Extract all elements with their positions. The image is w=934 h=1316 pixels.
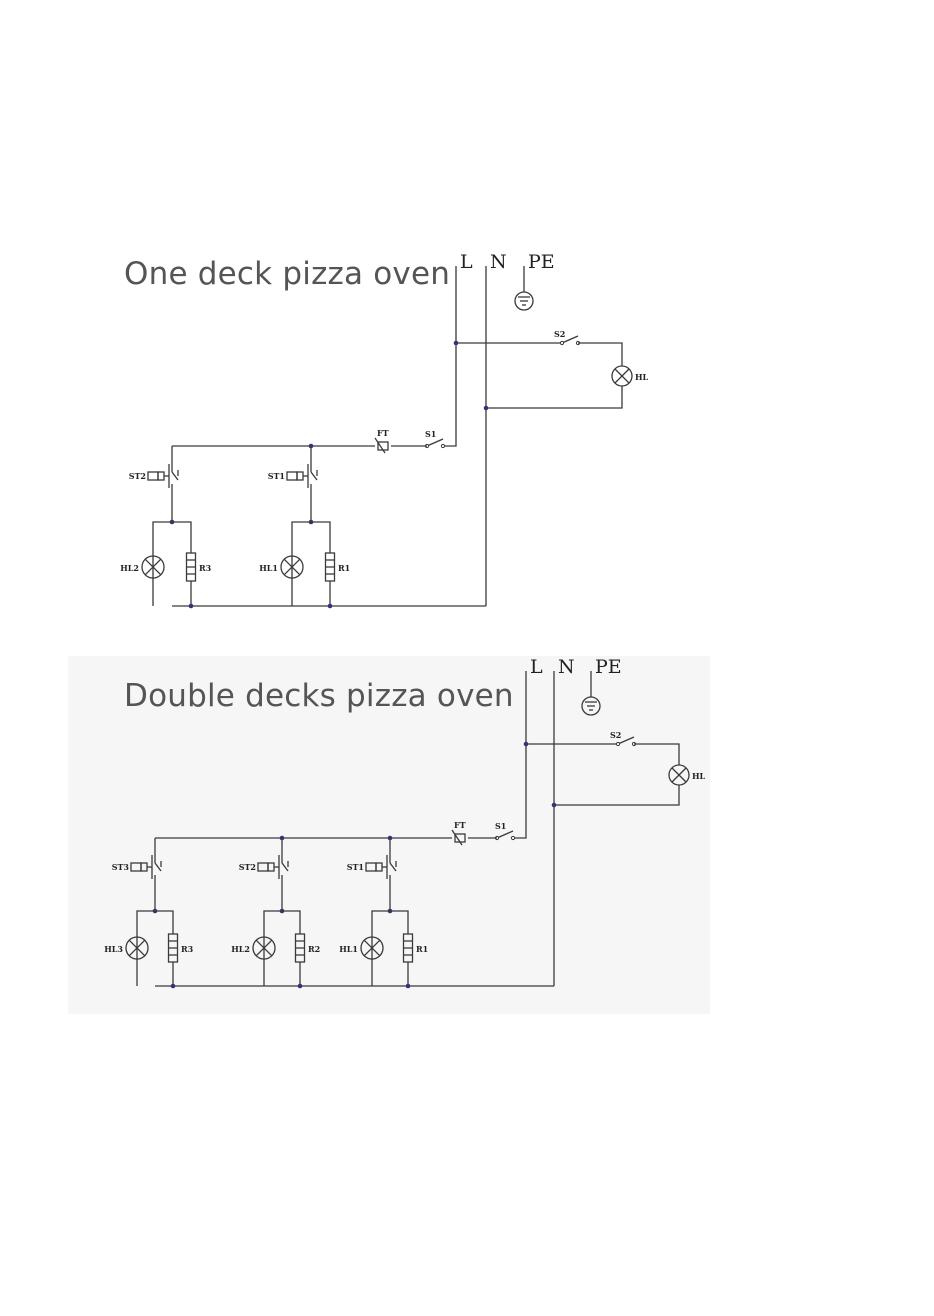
label-hl: HL — [692, 771, 706, 781]
indicator-return-wire — [486, 386, 622, 408]
earth-symbol — [582, 697, 600, 715]
junction-dot — [552, 803, 557, 808]
indicator-lamp-hl — [669, 765, 689, 785]
indicator-wire-right — [578, 343, 622, 366]
label-s1: S1 — [425, 429, 436, 439]
indicator-wire-right — [634, 744, 679, 765]
heater-r2 — [296, 934, 305, 962]
junction-dot — [189, 604, 194, 609]
label-r3: R3 — [181, 944, 194, 954]
terminal-label-pe: PE — [528, 251, 555, 273]
main-switch-s1 — [495, 831, 514, 840]
terminal-label-l: L — [460, 251, 473, 273]
heater-r3 — [187, 553, 196, 581]
thermostat-st2 — [258, 855, 288, 883]
earth-symbol — [515, 292, 533, 310]
junction-dot — [454, 341, 459, 346]
fuse-ft — [375, 438, 388, 453]
label-hl1: HL1 — [339, 944, 358, 954]
thermostat-st3 — [131, 855, 161, 883]
label-ft: FT — [377, 428, 389, 438]
label-st3: ST3 — [112, 862, 130, 872]
fuse-ft — [452, 830, 465, 845]
label-hl3: HL3 — [104, 944, 123, 954]
label-hl2: HL2 — [120, 563, 139, 573]
heater-r3 — [169, 934, 178, 962]
branch-parallel-top — [292, 522, 330, 579]
heater-r1 — [326, 553, 335, 581]
thermostat-st1 — [287, 464, 317, 492]
label-st2: ST2 — [239, 862, 256, 872]
junction-dot — [171, 984, 176, 989]
thermostat-st1 — [366, 855, 396, 883]
thermostat-st2 — [148, 464, 178, 492]
label-s2: S2 — [554, 329, 565, 339]
label-r1: R1 — [338, 563, 350, 573]
branch-parallel-top — [153, 522, 191, 579]
label-hl2: HL2 — [231, 944, 250, 954]
terminal-label-l: L — [530, 656, 543, 678]
label-ft: FT — [454, 820, 466, 830]
heater-r1 — [404, 934, 413, 962]
label-st2: ST2 — [129, 471, 146, 481]
junction-dot — [406, 984, 411, 989]
label-s2: S2 — [610, 730, 621, 740]
terminal-label-n: N — [558, 656, 575, 678]
label-s1: S1 — [495, 821, 506, 831]
line-conductor-l — [443, 266, 456, 446]
line-conductor-l — [513, 671, 526, 838]
junction-dot — [484, 406, 489, 411]
main-switch-s1 — [425, 439, 444, 448]
label-r3: R3 — [199, 563, 212, 573]
label-st1: ST1 — [268, 471, 285, 481]
junction-dot — [524, 742, 529, 747]
label-r1: R1 — [416, 944, 428, 954]
terminal-label-n: N — [490, 251, 507, 273]
junction-dot — [298, 984, 303, 989]
indicator-lamp-hl — [612, 366, 632, 386]
label-st1: ST1 — [347, 862, 364, 872]
label-r2: R2 — [308, 944, 320, 954]
indicator-return-wire — [554, 785, 679, 805]
terminal-label-pe: PE — [595, 656, 622, 678]
label-hl: HL — [635, 372, 649, 382]
label-hl1: HL1 — [259, 563, 278, 573]
junction-dot — [328, 604, 333, 609]
